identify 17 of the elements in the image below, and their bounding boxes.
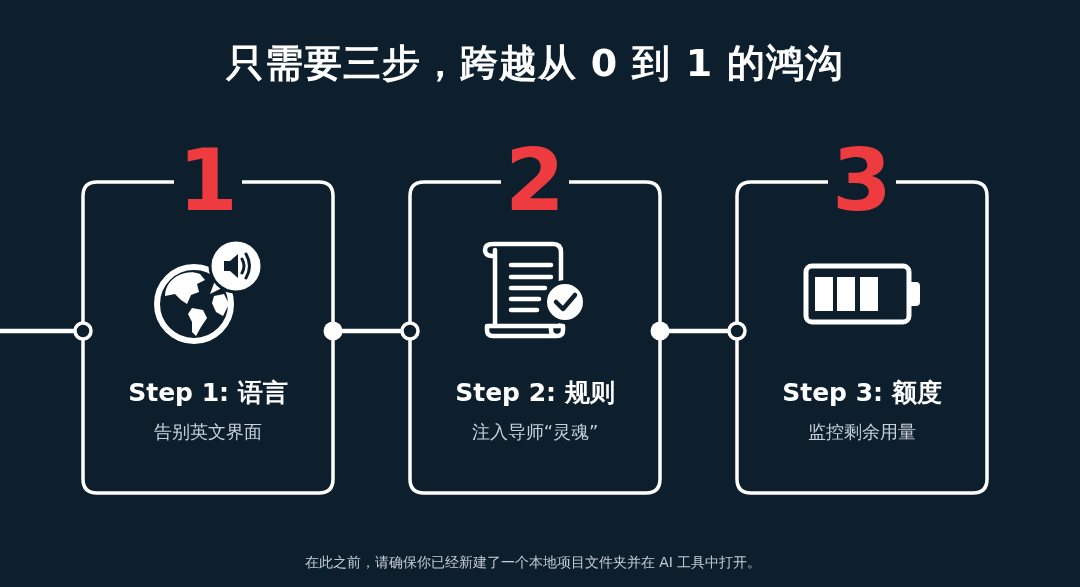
- step-subtitle: 告别英文界面: [154, 420, 262, 444]
- step-card: [735, 145, 989, 495]
- step-number: 1: [178, 145, 238, 215]
- step-subtitle: 注入导师“灵魂”: [471, 420, 599, 444]
- step-number: 2: [505, 145, 565, 215]
- connector-line: [650, 321, 747, 341]
- step-number: 3: [832, 145, 892, 215]
- connector-line: [323, 321, 420, 341]
- step-card: [81, 145, 335, 495]
- step-subtitle: 监控剩余用量: [808, 420, 916, 444]
- footnote: 在此之前，请确保你已经新建了一个本地项目文件夹并在 AI 工具中打开。: [304, 553, 762, 572]
- connector-line: [0, 321, 93, 341]
- step-title: Step 2: 规则: [455, 377, 615, 409]
- heading: 只需要三步，跨越从 0 到 1 的鸿沟: [225, 40, 845, 86]
- step-title: Step 1: 语言: [128, 377, 288, 409]
- step-card: [408, 145, 662, 495]
- step-title: Step 3: 额度: [782, 377, 942, 409]
